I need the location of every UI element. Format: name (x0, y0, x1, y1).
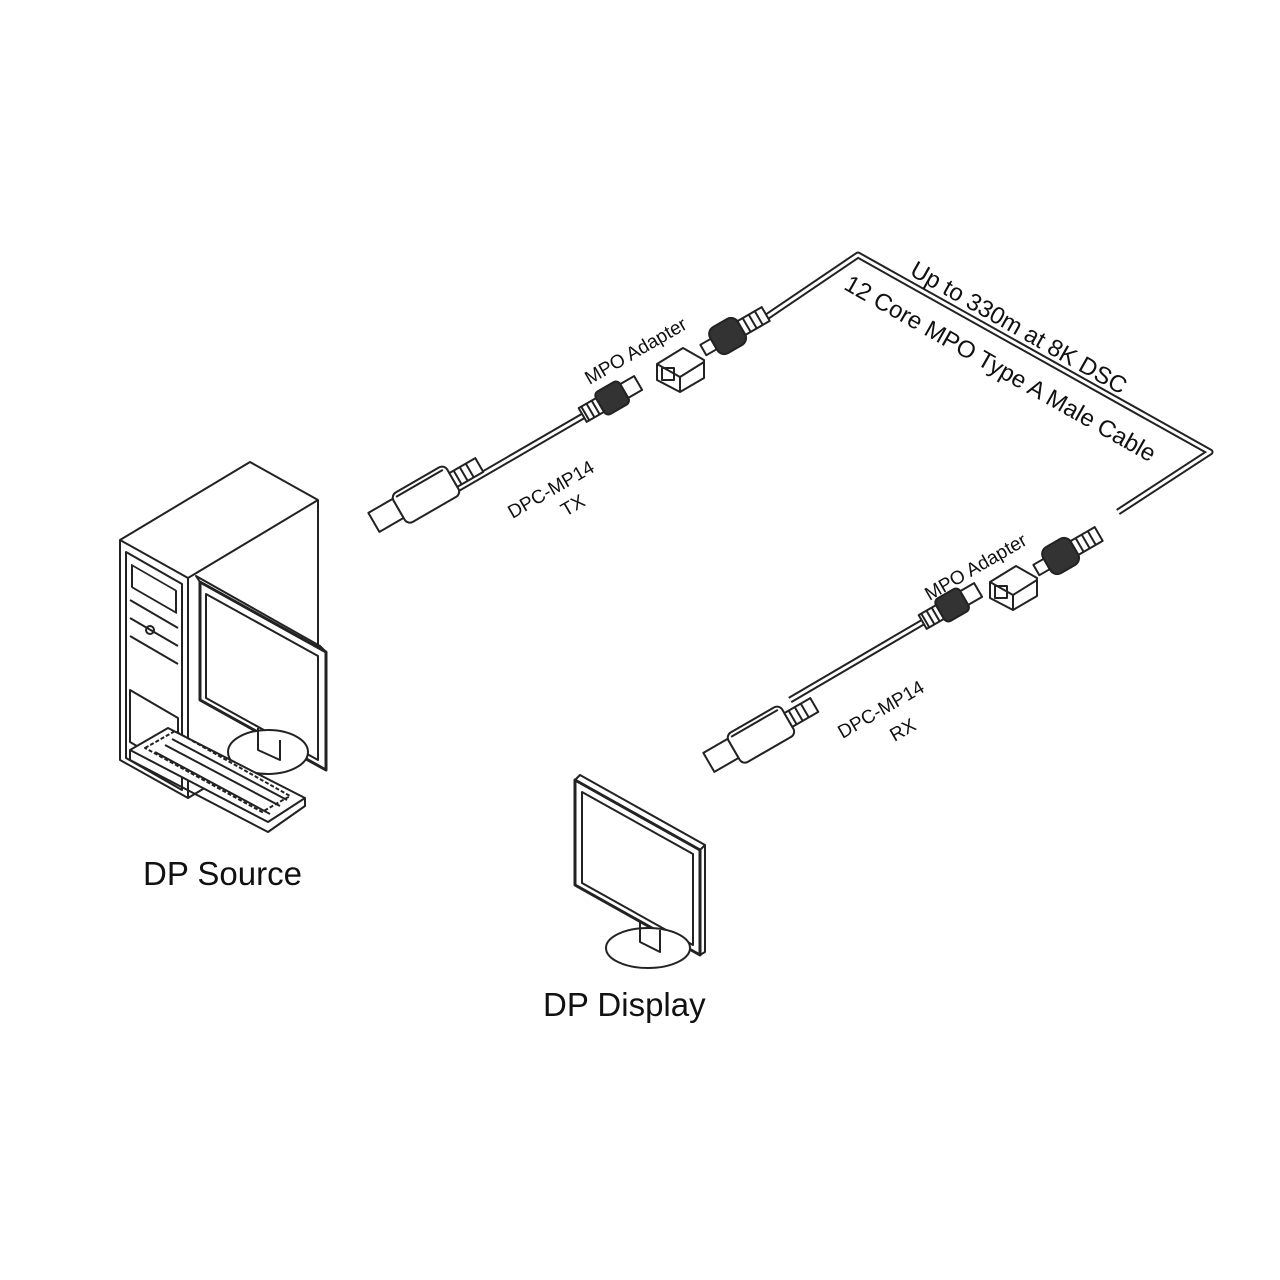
keyboard-icon (129, 727, 306, 833)
fiber-mpo-connector-tx-side (699, 306, 771, 357)
fiber-mpo-connector-rx-side (1032, 526, 1104, 577)
rx-cable (788, 614, 932, 704)
rx-mpo-connector (917, 582, 984, 630)
tx-mpo-connector (577, 375, 644, 423)
tx-mpo-adapter (656, 347, 705, 393)
display-monitor-icon (573, 774, 706, 969)
dp-source-label: DP Source (143, 855, 302, 892)
rx-mpo-adapter (989, 565, 1038, 611)
rx-displayport-plug (702, 697, 820, 773)
tx-cable (445, 408, 592, 499)
dp-display-label: DP Display (543, 986, 706, 1023)
fiber-cable (763, 251, 1214, 515)
tx-displayport-plug (367, 457, 485, 533)
source-monitor-icon (195, 575, 328, 775)
